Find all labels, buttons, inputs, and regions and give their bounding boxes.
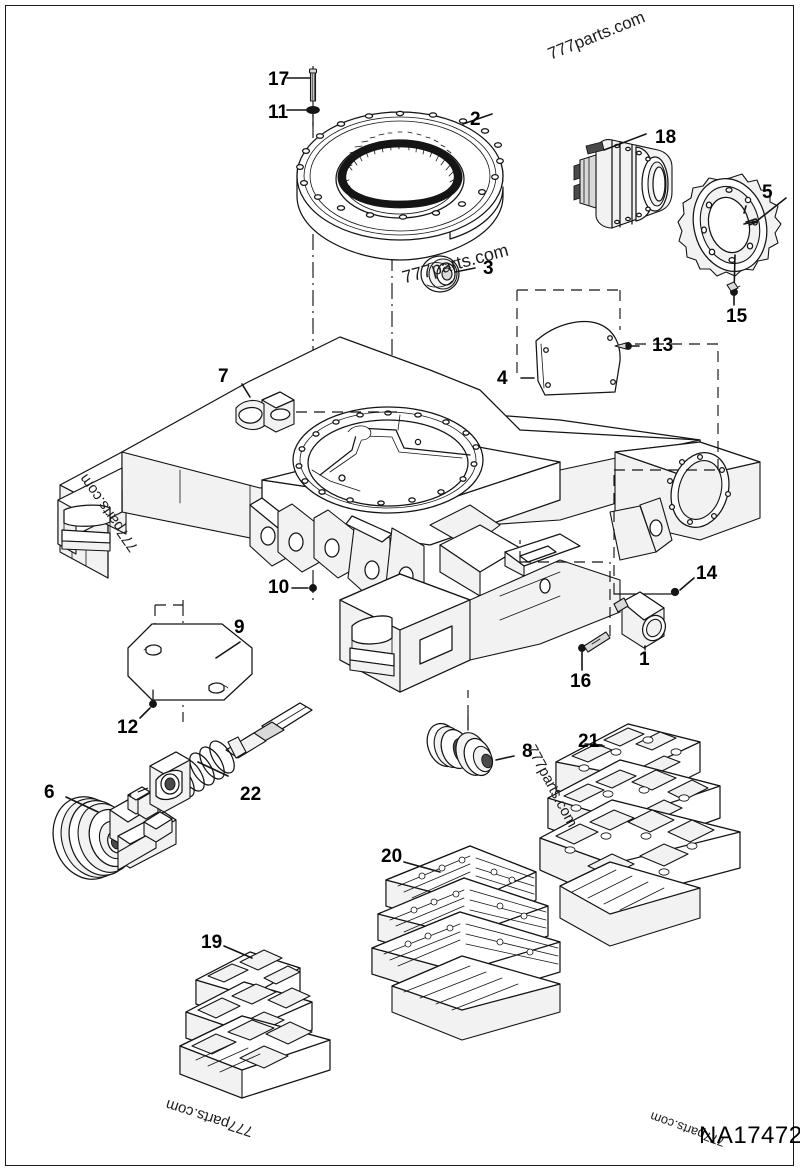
callout-9: 9 [234, 617, 245, 638]
callout-14: 14 [696, 563, 718, 584]
callout-21: 21 [578, 731, 600, 752]
callout-18: 18 [655, 127, 677, 148]
callout-1: 1 [639, 649, 650, 670]
part-2-swing-bearing-ring-gear [296, 110, 504, 261]
callout-13: 13 [652, 335, 674, 356]
callout-8: 8 [522, 741, 533, 762]
part-7-hose-guide-bracket [235, 383, 400, 433]
part-15-sprocket-bolt [726, 254, 741, 306]
callout-10: 10 [268, 577, 290, 598]
callout-12: 12 [117, 717, 139, 738]
part-20-rubber-track-assembly [371, 845, 561, 1041]
callout-11: 11 [268, 102, 289, 123]
part-22-track-tensioner-recoil-spring [127, 702, 313, 813]
callout-7: 7 [218, 366, 229, 387]
part-11-lock-washer [286, 106, 320, 127]
drawing-number: NA17472 [699, 1122, 800, 1149]
callout-4: 4 [497, 368, 508, 389]
part-16-set-screw [519, 540, 611, 671]
part-5-drive-sprocket [677, 173, 787, 277]
part-8-track-roller [426, 690, 515, 777]
part-6-front-idler [52, 786, 177, 880]
callout-6: 6 [44, 782, 55, 803]
part-17-cap-screw [286, 68, 318, 102]
part-18-travel-drive-motor [573, 133, 673, 229]
part-21-steel-track-assembly [539, 723, 741, 947]
callout-17: 17 [268, 69, 290, 90]
part-13-cover-bolt [614, 342, 640, 350]
part-10-cap-screw [291, 584, 317, 592]
part-9-access-cover [127, 623, 253, 701]
undercarriage-track-frame [57, 336, 761, 693]
part-4-side-cover-plate [516, 289, 621, 396]
part-1-bushing-plug [613, 591, 667, 651]
callout-16: 16 [570, 671, 592, 692]
callout-5: 5 [762, 182, 773, 203]
callout-3: 3 [483, 258, 494, 279]
part-12-cover-bolt [139, 689, 157, 719]
part-3-swivel-joint [420, 255, 476, 293]
callout-2: 2 [470, 109, 481, 130]
callout-22: 22 [240, 784, 262, 805]
callout-20: 20 [381, 846, 403, 867]
part-19-track-pad-assembly [179, 945, 331, 1099]
callout-15: 15 [726, 306, 748, 327]
callout-19: 19 [201, 932, 223, 953]
